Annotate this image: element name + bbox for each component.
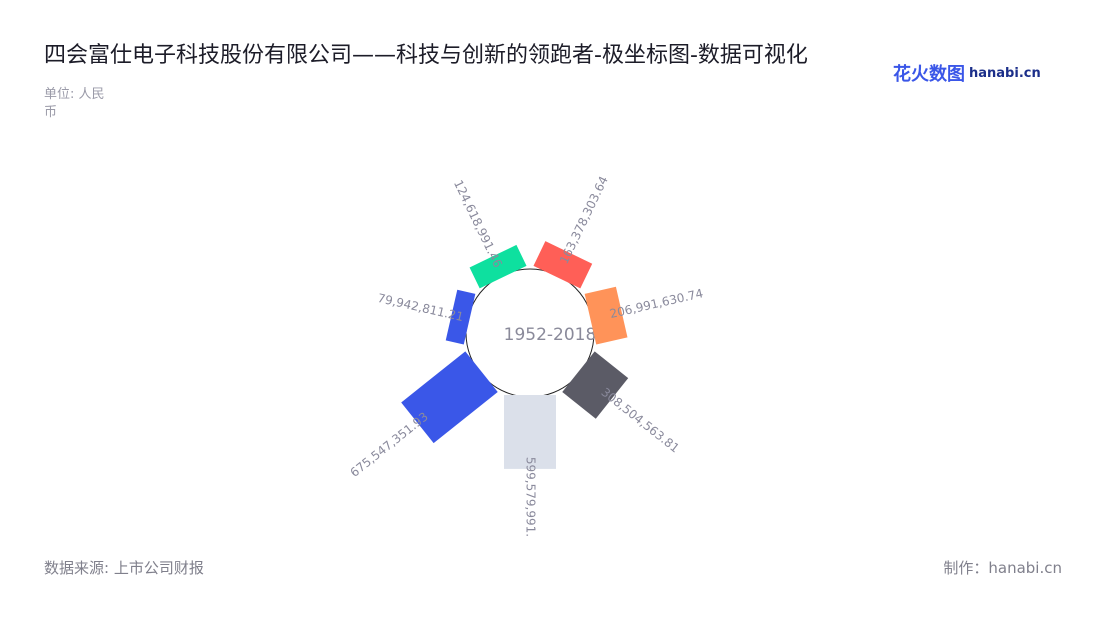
data-label-2: 308,504,563.81 [599,385,682,455]
bar-4 [401,351,498,444]
data-label-4: 675,547,351.93 [348,409,431,479]
bar-0 [533,241,593,289]
bar-6 [469,244,527,289]
logo-cn: 花火数图 [893,64,965,85]
bar-1 [584,286,628,345]
bar-3 [504,395,556,469]
data-label-6: 124,618,991.46 [451,178,505,270]
data-label-5: 79,942,811.21 [376,291,465,324]
maker-credit: 制作：hanabi.cn [943,559,1062,577]
center-label: 1952-2018 [504,325,597,345]
page-title: 四会富仕电子科技股份有限公司——科技与创新的领跑者-极坐标图-数据可视化 [44,43,808,68]
data-label-3: 599,579,991. [524,457,538,537]
logo-en: hanabi.cn [969,65,1041,81]
unit-label: 单位: 人民币 [44,87,105,120]
bar-2 [562,351,629,419]
bar-5 [445,289,476,345]
data-label-0: 163,378,303.64 [557,174,611,266]
data-source: 数据来源: 上市公司财报 [44,559,204,577]
data-label-1: 206,991,630.74 [608,286,704,321]
logo: 花火数图 hanabi.cn [893,60,1041,86]
